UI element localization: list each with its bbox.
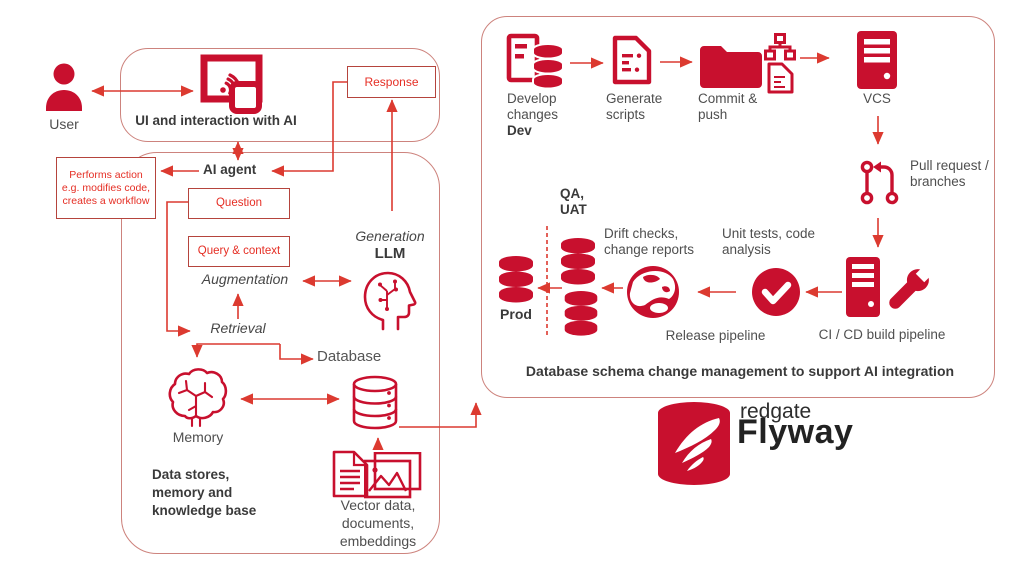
release-globe-icon (627, 266, 679, 318)
unit-tests-check-icon (752, 268, 800, 316)
develop-changes-label: Develop changes (507, 91, 559, 122)
dev-label: Dev (507, 123, 532, 138)
generate-scripts-icon (612, 35, 652, 85)
folder-icon (700, 46, 762, 88)
arrow-question-retrieval (166, 201, 191, 337)
llm-head-icon (363, 271, 417, 331)
user-icon (46, 63, 82, 111)
cicd-label: CI / CD build pipeline (818, 327, 946, 342)
user-label: User (49, 116, 79, 132)
data-stores-label: Data stores, memory and knowledge base (152, 467, 257, 518)
release-pipeline-label: Release pipeline (665, 328, 766, 343)
commit-doc-icon (767, 62, 794, 94)
arrow-response-agent (271, 81, 347, 177)
unit-tests-label: Unit tests, code analysis (722, 226, 816, 257)
develop-changes-icon (506, 33, 564, 90)
drift-checks-label: Drift checks, change reports (604, 226, 695, 257)
performs-action-note: Performs action e.g. modifies code, crea… (56, 157, 156, 219)
prod-label: Prod (500, 306, 532, 322)
images-icon (364, 452, 422, 499)
schema-change-caption: Database schema change management to sup… (525, 363, 955, 379)
generation-label: Generation (355, 228, 425, 244)
vcs-server-icon (857, 31, 897, 89)
ai-agent-box (121, 152, 440, 554)
question-box: Question (188, 188, 290, 219)
vcs-label: VCS (863, 91, 891, 106)
logo-product-text: Flyway (737, 413, 854, 451)
screen-cast-icon (200, 54, 263, 114)
memory-label: Memory (172, 429, 224, 445)
pull-request-label: Pull request / branches (910, 158, 989, 189)
memory-brain-icon (168, 368, 228, 428)
augmentation-label: Augmentation (201, 271, 289, 287)
qa-uat-label: QA, UAT (560, 186, 587, 217)
logo-brand-text: redgate (740, 400, 812, 423)
response-box: Response (347, 66, 436, 98)
schema-change-box (481, 16, 995, 398)
arrow-retrieval-memory (191, 343, 280, 358)
flyway-logo-icon (658, 402, 730, 485)
llm-label: LLM (374, 245, 406, 262)
vector-data-label: Vector data, documents, embeddings (339, 497, 417, 549)
pull-request-icon (860, 160, 899, 205)
qa-database-icon (561, 238, 595, 285)
ui-box-label: UI and interaction with AI (135, 113, 297, 128)
cicd-server-icon (846, 257, 880, 317)
uat-database-icon (564, 291, 598, 336)
wrench-icon (889, 265, 933, 309)
hierarchy-icon (764, 33, 796, 61)
arrow-retrieval-database (279, 344, 314, 365)
database-cylinder-icon (352, 375, 398, 430)
ai-agent-label: AI agent (203, 162, 257, 177)
generate-scripts-label: Generate scripts (606, 91, 663, 122)
commit-push-label: Commit & push (698, 91, 758, 122)
prod-database-icon (499, 256, 533, 303)
arrow-database-schema-box (399, 402, 482, 428)
database-label: Database (317, 348, 382, 365)
retrieval-label: Retrieval (210, 320, 266, 336)
document-icon (332, 450, 369, 498)
query-context-box: Query & context (188, 236, 290, 267)
